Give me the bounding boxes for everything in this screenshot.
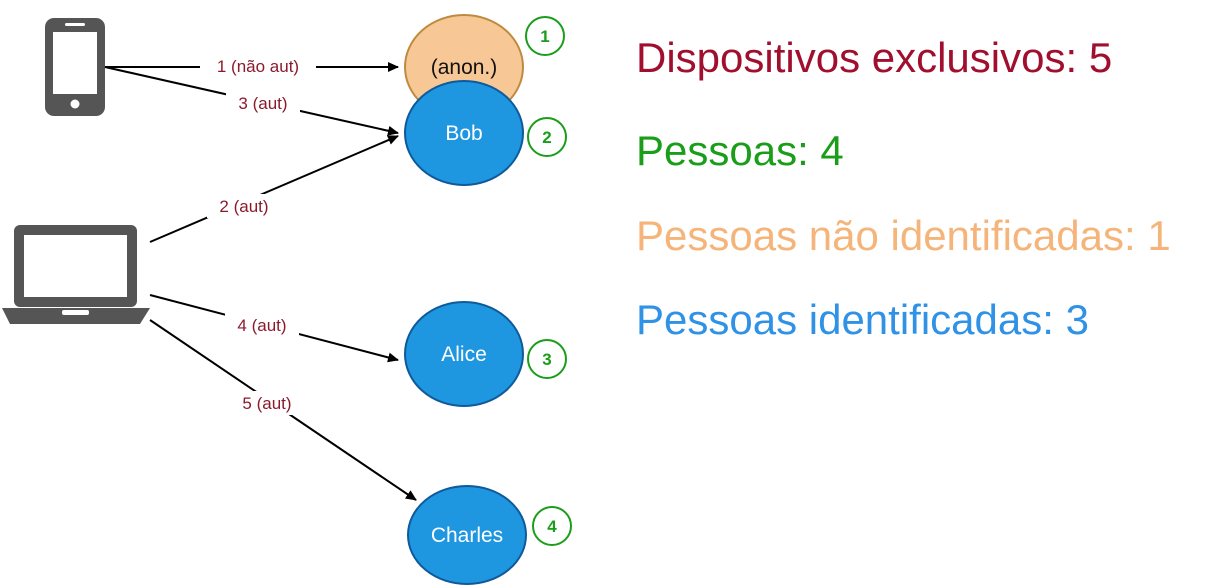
edge-label-3: 3 (aut) (238, 94, 287, 113)
node-charles-label: Charles (431, 524, 503, 547)
badge-4-text: 4 (547, 517, 557, 536)
badge-3: 3 (527, 339, 567, 379)
stat-unidentified-people: Pessoas não identificadas: 1 (636, 212, 1171, 259)
node-charles (407, 485, 527, 585)
node-anon-label: (anon.) (431, 56, 498, 79)
edge-label-4: 4 (aut) (237, 316, 286, 335)
stat-people: Pessoas: 4 (636, 127, 844, 174)
node-bob (404, 80, 524, 186)
badge-2: 2 (527, 117, 567, 157)
stat-unique-devices: Dispositivos exclusivos: 5 (636, 34, 1113, 81)
badge-4: 4 (532, 506, 572, 546)
badge-3-text: 3 (542, 350, 551, 369)
badge-1: 1 (525, 16, 565, 56)
edge-label-5: 5 (aut) (242, 394, 291, 413)
edge-label-2: 2 (aut) (219, 197, 268, 216)
stat-identified-people: Pessoas identificadas: 3 (636, 296, 1089, 343)
edge-label-1: 1 (não aut) (217, 57, 299, 76)
phone-icon (45, 18, 105, 116)
node-alice (404, 301, 524, 407)
node-alice-label: Alice (441, 343, 487, 366)
edge-laptop-bob (149, 135, 399, 243)
badge-2-text: 2 (542, 128, 551, 147)
badge-1-text: 1 (540, 27, 549, 46)
node-bob-label: Bob (445, 122, 482, 145)
laptop-icon (2, 225, 150, 324)
